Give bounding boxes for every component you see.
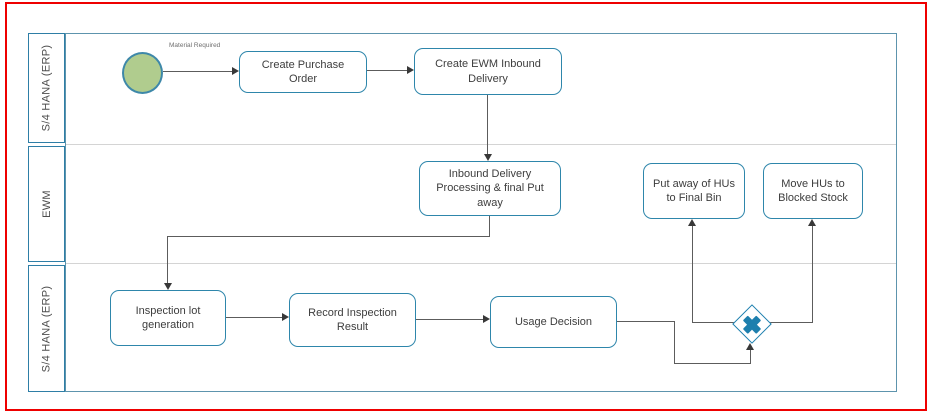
edge-po-to-ewm-inbound [367,70,408,72]
task-create-ewm-inbound-delivery[interactable]: Create EWM Inbound Delivery [414,48,562,95]
lane-divider [66,144,896,145]
edge-gateway-to-move-seg2 [812,225,814,323]
task-create-purchase-order[interactable]: Create Purchase Order [239,51,367,93]
connector-arrowhead [484,154,492,161]
lane-label-text: S/4 HANA (ERP) [40,285,53,372]
task-label: Inbound Delivery Processing & final Put … [436,168,544,209]
edge-usage-to-gateway-seg1 [617,321,675,323]
task-label: Create EWM Inbound Delivery [435,58,541,85]
edge-processing-to-inspection-seg1 [489,216,491,237]
start-event-circle[interactable] [122,52,163,94]
edge-processing-to-inspection-seg3 [167,236,169,284]
connector-arrowhead [232,67,239,75]
edge-usage-to-gateway-seg4 [750,350,752,364]
edge-start-to-create-po [163,71,233,73]
task-move-hus-blocked-stock[interactable]: Move HUs to Blocked Stock [763,163,863,219]
flow-label-material-required: Material Required [169,42,221,49]
task-label: Record Inspection Result [308,306,397,333]
task-label: Usage Decision [514,315,593,328]
task-label: Create Purchase Order [261,58,345,85]
task-usage-decision[interactable]: Usage Decision [490,296,617,348]
task-put-away-hus-final-bin[interactable]: Put away of HUs to Final Bin [643,163,745,219]
connector-arrowhead [282,313,289,321]
lane-label-s4hana-erp-bottom[interactable]: S/4 HANA (ERP) [28,265,65,392]
task-inspection-lot-generation[interactable]: Inspection lot generation [110,290,226,346]
connector-arrowhead [808,219,816,226]
lane-label-s4hana-erp-top[interactable]: S/4 HANA (ERP) [28,33,65,143]
edge-processing-to-inspection-seg2 [167,236,490,238]
connector-arrowhead [164,283,172,290]
edge-usage-to-gateway-seg2 [674,321,676,364]
lane-label-ewm[interactable]: EWM [28,146,65,262]
connector-arrowhead [688,219,696,226]
connector-arrowhead [483,315,490,323]
edge-gateway-to-move-seg1 [768,322,813,324]
edge-gateway-to-putaway-seg1 [693,322,734,324]
task-label: Put away of HUs to Final Bin [653,177,735,204]
edge-record-to-usage [416,319,484,321]
task-inbound-delivery-processing[interactable]: Inbound Delivery Processing & final Put … [419,161,561,216]
connector-arrowhead [407,66,414,74]
edge-usage-to-gateway-seg3 [674,363,751,365]
connector-arrowhead [746,343,754,350]
task-label: Move HUs to Blocked Stock [778,177,848,204]
task-record-inspection-result[interactable]: Record Inspection Result [289,293,416,347]
lane-label-text: S/4 HANA (ERP) [40,44,53,132]
lane-divider [66,263,896,264]
edge-gateway-to-putaway-seg2 [692,225,694,323]
lane-label-text: EWM [40,190,53,218]
task-label: Inspection lot generation [135,304,201,331]
edge-ewm-inbound-to-processing [487,95,489,156]
edge-inspection-to-record [226,317,283,319]
